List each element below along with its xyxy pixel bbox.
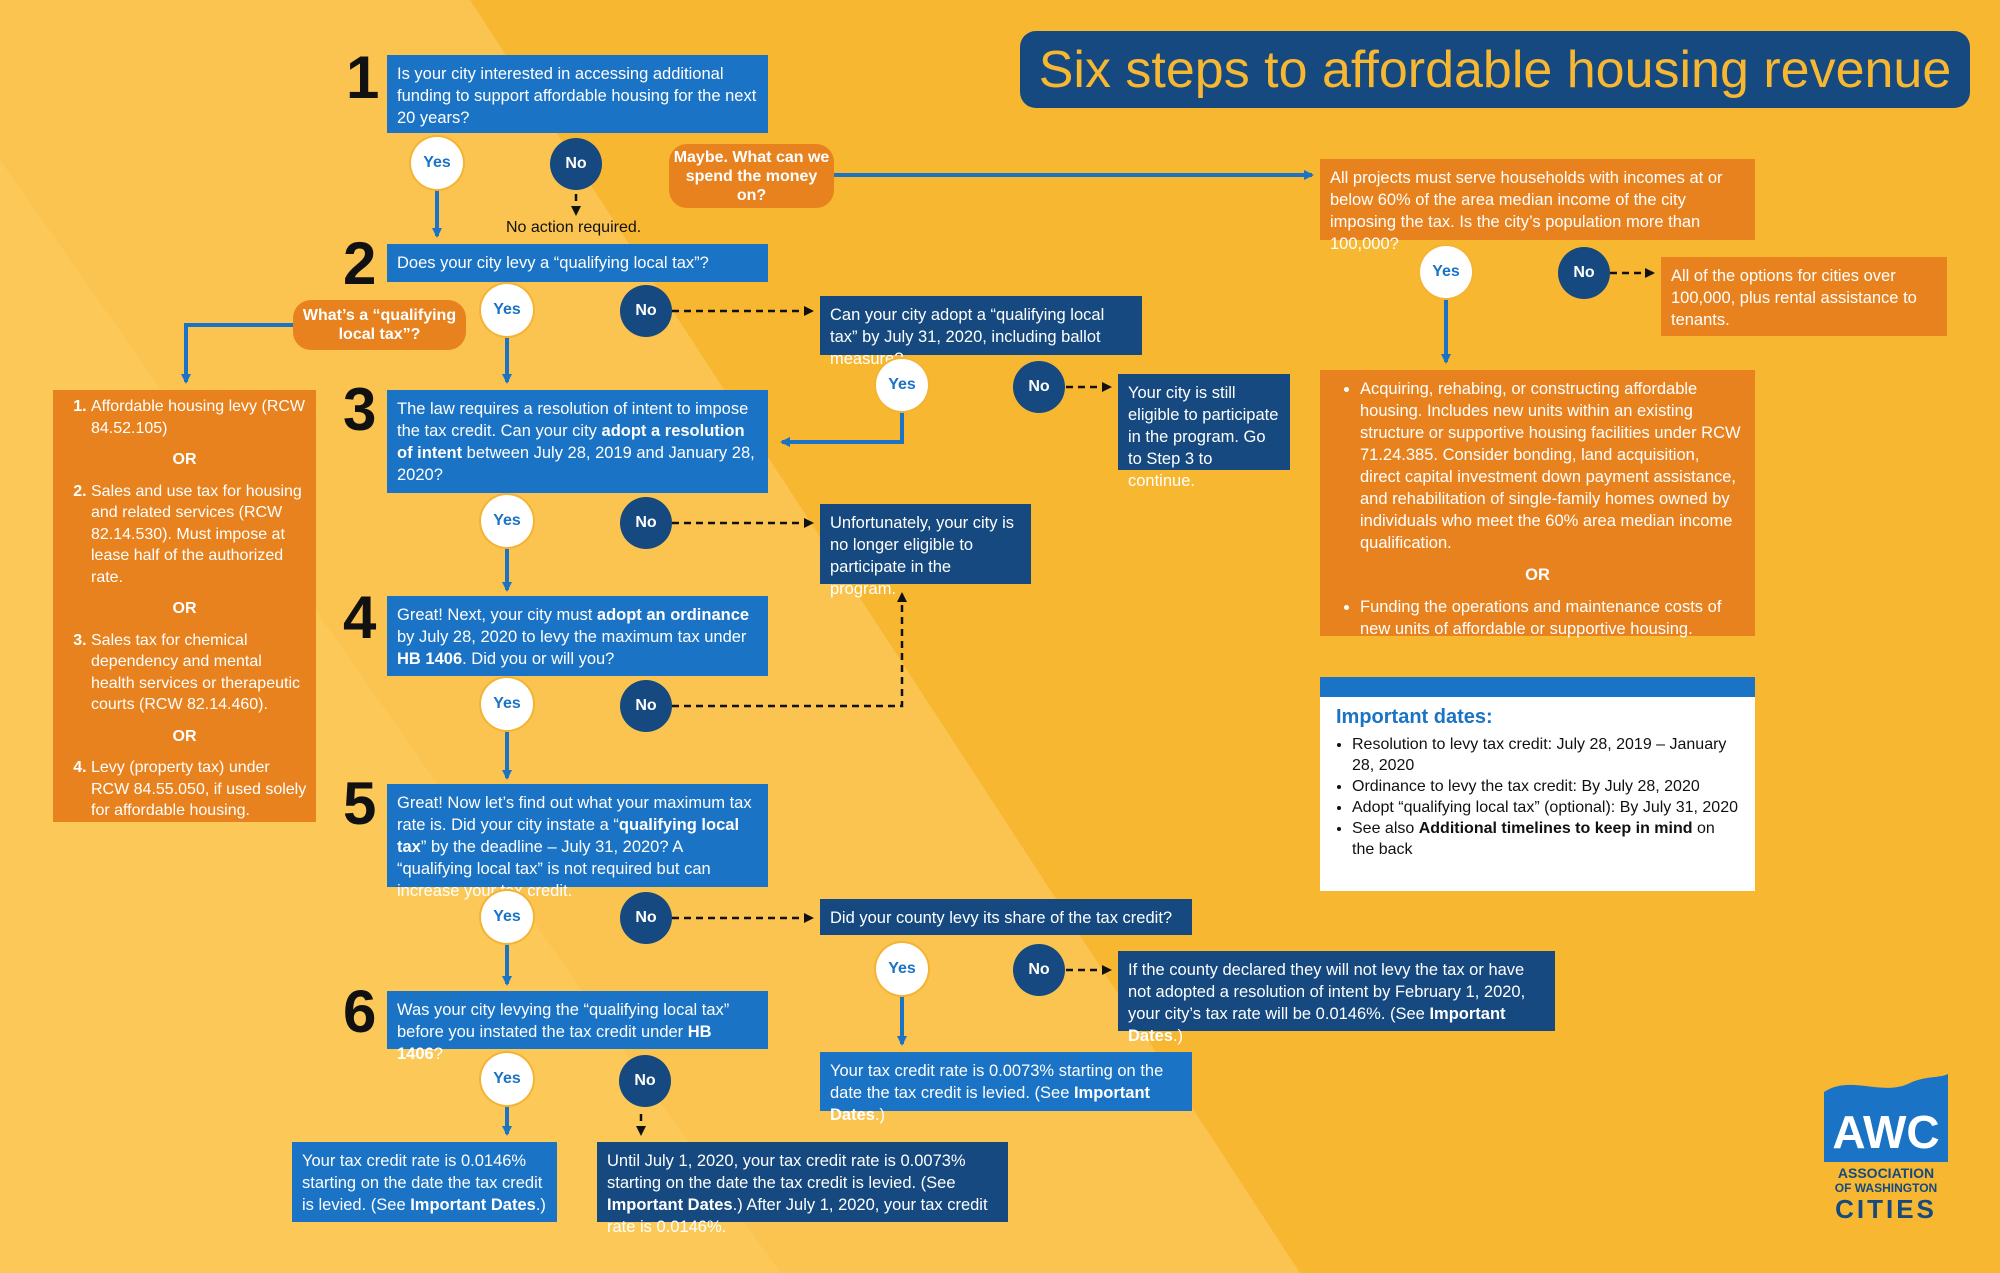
step-3-yes: Yes <box>481 495 533 547</box>
step-number-4: 4 <box>343 584 377 651</box>
step-3-no: No <box>620 497 672 549</box>
important-dates-box: Important dates: Resolution to levy tax … <box>1320 677 1755 891</box>
awc-logo: AWC ASSOCIATION OF WASHINGTON CITIES <box>1824 1074 1948 1222</box>
county-yes: Yes <box>876 943 928 995</box>
projects-question: All projects must serve households with … <box>1320 159 1755 253</box>
qualifying-tax-item: Sales and use tax for housing and relate… <box>91 481 308 589</box>
step-1-no: No <box>550 138 602 190</box>
step-number-2: 2 <box>343 230 377 297</box>
date-item: Adopt “qualifying local tax” (optional):… <box>1352 797 1739 818</box>
logo-mark: AWC <box>1832 1106 1939 1158</box>
over-100k-result: All of the options for cities over 100,0… <box>1661 257 1947 336</box>
or-separator: OR <box>172 727 197 745</box>
important-dates-heading: Important dates: <box>1336 706 1493 728</box>
qualifying-tax-pill: What’s a “qualifying local tax”? <box>293 300 466 350</box>
step-4-no: No <box>620 680 672 732</box>
step-2-question: Does your city levy a “qualifying local … <box>387 244 768 282</box>
step-6-no-result: Until July 1, 2020, your tax credit rate… <box>597 1142 1008 1236</box>
qualifying-tax-item: Sales tax for chemical dependency and me… <box>91 630 308 716</box>
step-6-yes: Yes <box>481 1053 533 1105</box>
step-4-question: Great! Next, your city must adopt an ord… <box>387 596 768 676</box>
allowed-use-item: Funding the operations and maintenance c… <box>1360 596 1743 640</box>
allowed-use-item: Acquiring, rehabing, or constructing aff… <box>1360 378 1743 554</box>
step-6-yes-result: Your tax credit rate is 0.0146% starting… <box>292 1142 557 1222</box>
maybe-pill: Maybe. What can we spend the money on? <box>669 144 834 208</box>
date-item: Ordinance to levy the tax credit: By Jul… <box>1352 776 1739 797</box>
step-2-yes: Yes <box>481 284 533 336</box>
or-separator: OR <box>172 600 197 617</box>
not-eligible-box: Unfortunately, your city is no longer el… <box>820 504 1031 598</box>
allowed-uses-box: Acquiring, rehabing, or constructing aff… <box>1320 370 1755 638</box>
step-2-no: No <box>620 285 672 337</box>
step-3-question: The law requires a resolution of intent … <box>387 390 768 493</box>
step-6-question: Was your city levying the “qualifying lo… <box>387 991 768 1063</box>
page-title: Six steps to affordable housing revenue <box>1020 31 1970 108</box>
step-4-yes: Yes <box>481 678 533 730</box>
still-eligible-box: Your city is still eligible to participa… <box>1118 374 1290 490</box>
step-5-yes: Yes <box>481 891 533 943</box>
step-5-no: No <box>620 892 672 944</box>
population-no: No <box>1558 247 1610 299</box>
qualifying-tax-list: Affordable housing levy (RCW 84.52.105) … <box>53 390 316 822</box>
step-number-6: 6 <box>343 978 377 1045</box>
step-number-1: 1 <box>346 44 380 111</box>
logo-line-1: ASSOCIATION <box>1838 1165 1934 1181</box>
date-item: See also Additional timelines to keep in… <box>1352 818 1739 860</box>
step-6-no: No <box>619 1055 671 1107</box>
county-no: No <box>1013 944 1065 996</box>
step-1-yes: Yes <box>411 137 463 189</box>
adopt-qlt-no: No <box>1013 361 1065 413</box>
or-separator: OR <box>1525 566 1550 584</box>
qualifying-tax-item: Affordable housing levy (RCW 84.52.105) <box>91 396 308 439</box>
logo-line-3: CITIES <box>1835 1194 1937 1222</box>
step-1-question: Is your city interested in accessing add… <box>387 55 768 133</box>
county-no-result: If the county declared they will not lev… <box>1118 951 1555 1045</box>
step-number-3: 3 <box>343 376 377 443</box>
population-yes: Yes <box>1420 246 1472 298</box>
adopt-qlt-yes: Yes <box>876 359 928 411</box>
step-number-5: 5 <box>343 770 377 837</box>
adopt-qualifying-tax-question: Can your city adopt a “qualifying local … <box>820 296 1142 368</box>
qualifying-tax-item: Levy (property tax) under RCW 84.55.050,… <box>91 757 308 822</box>
county-question: Did your county levy its share of the ta… <box>820 899 1192 935</box>
county-yes-result: Your tax credit rate is 0.0073% starting… <box>820 1052 1192 1124</box>
no-action-text: No action required. <box>506 219 642 236</box>
logo-line-2: OF WASHINGTON <box>1835 1181 1937 1195</box>
or-separator: OR <box>172 451 197 468</box>
date-item: Resolution to levy tax credit: July 28, … <box>1352 734 1739 776</box>
step-5-question: Great! Now let’s find out what your maxi… <box>387 784 768 900</box>
